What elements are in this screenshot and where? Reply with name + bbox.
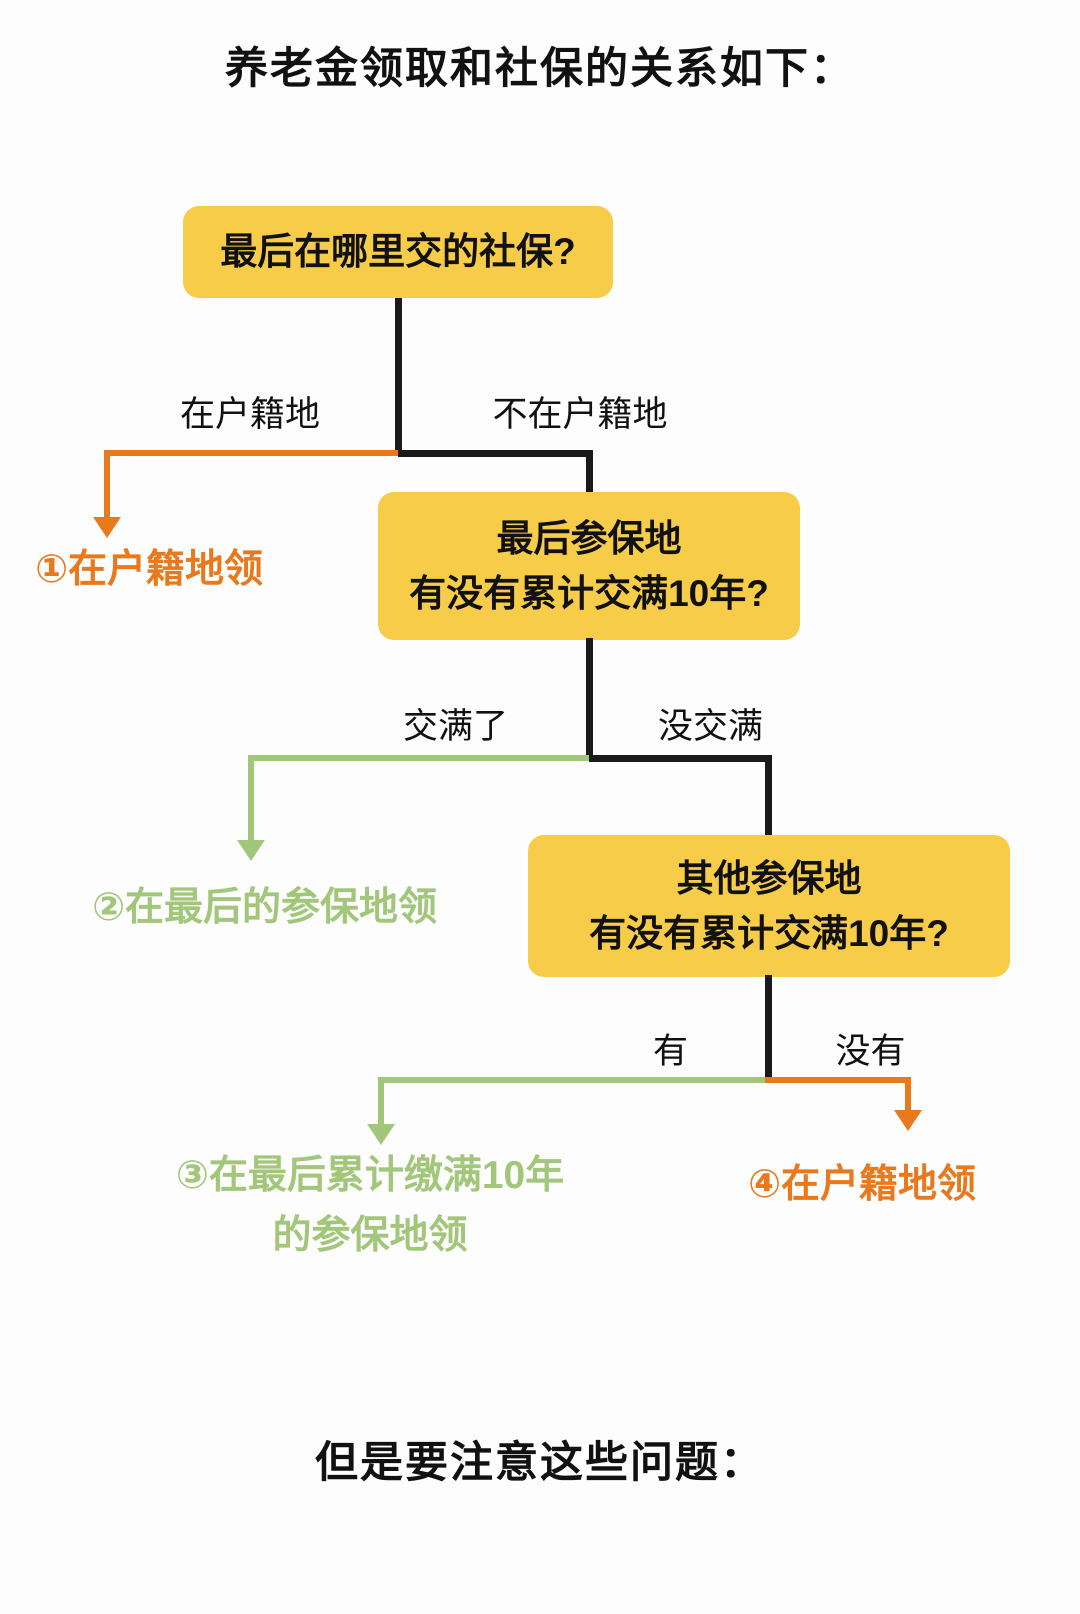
connector-branch1-right — [398, 450, 593, 457]
connector-branch2-right — [589, 755, 772, 762]
node-question-3-line2: 有没有累计交满10年? — [589, 913, 949, 954]
node-question-3: 其他参保地 有没有累计交满10年? — [528, 835, 1010, 977]
connector-branch1-left-down — [104, 450, 110, 520]
connector-q1-down — [395, 298, 402, 456]
connector-q3-down — [765, 975, 772, 1081]
outcome-3: ③在最后累计缴满10年 的参保地领 — [158, 1146, 582, 1267]
connector-branch3-right — [765, 1077, 911, 1083]
connector-branch1-down-q2 — [586, 450, 593, 494]
footer-title: 但是要注意这些问题： — [315, 1439, 765, 1487]
arrow-down-icon — [894, 1110, 922, 1131]
branch3-right-label: 没有 — [835, 1032, 906, 1071]
connector-branch1-left — [107, 450, 402, 456]
outcome-3-line1: ③在最后累计缴满10年 — [175, 1154, 565, 1197]
connector-branch2-left-down — [248, 755, 254, 843]
branch3-left-label: 有 — [652, 1032, 688, 1071]
connector-q2-down — [586, 638, 593, 758]
outcome-4: ④在户籍地领 — [748, 1163, 977, 1206]
outcome-3-line2: 的参保地领 — [272, 1214, 468, 1258]
branch2-left-label: 交满了 — [402, 707, 508, 746]
arrow-down-icon — [93, 517, 121, 538]
connector-branch3-left-down — [378, 1077, 384, 1127]
connector-branch2-down-q3 — [765, 755, 772, 837]
arrow-down-icon — [237, 840, 265, 861]
node-question-1-label: 最后在哪里交的社保? — [220, 231, 576, 273]
node-question-2-line2: 有没有累计交满10年? — [409, 573, 769, 614]
page-title: 养老金领取和社保的关系如下： — [225, 45, 855, 93]
node-question-1: 最后在哪里交的社保? — [183, 206, 613, 298]
branch1-right-label: 不在户籍地 — [492, 395, 668, 434]
outcome-2: ②在最后的参保地领 — [92, 886, 438, 929]
outcome-1: ①在户籍地领 — [35, 548, 264, 591]
arrow-down-icon — [367, 1124, 395, 1145]
node-question-2: 最后参保地 有没有累计交满10年? — [378, 492, 800, 640]
node-question-3-line1: 其他参保地 — [676, 857, 862, 899]
branch2-right-label: 没交满 — [657, 707, 763, 746]
connector-branch2-left — [251, 755, 592, 761]
connector-branch3-right-down — [905, 1077, 911, 1113]
connector-branch3-left — [381, 1077, 772, 1083]
node-question-2-line1: 最后参保地 — [496, 517, 682, 559]
branch1-left-label: 在户籍地 — [179, 395, 320, 434]
